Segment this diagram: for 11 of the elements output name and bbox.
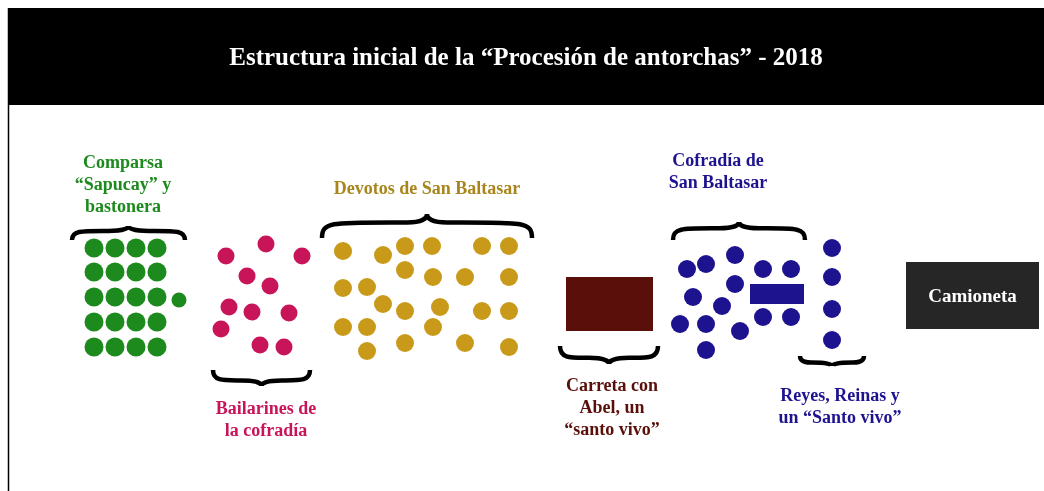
group-label: Reyes, Reinas y un “Santo vivo” [777, 384, 903, 428]
vehicle-box [906, 262, 1039, 329]
group-label: Carreta con Abel, un “santo vivo” [563, 374, 661, 440]
group-label: Bailarines de la cofradía [214, 397, 318, 441]
group-label: Devotos de San Baltasar [332, 177, 522, 199]
group-label: Cofradía de San Baltasar [667, 149, 769, 193]
node-label: Camioneta [928, 284, 1017, 307]
cart-box [566, 277, 653, 331]
group-label: Comparsa “Sapucay” y bastonera [73, 151, 173, 217]
title: Estructura inicial de la “Procesión de antorchas” - 2018 [229, 42, 823, 71]
float-bar [750, 284, 804, 304]
